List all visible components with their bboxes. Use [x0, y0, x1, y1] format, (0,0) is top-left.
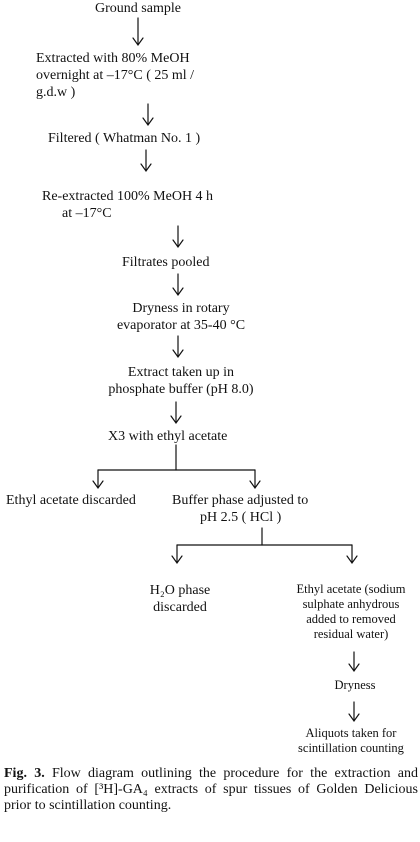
arrow-reextract-to-pooled: [172, 225, 184, 249]
step-reextract: Re-extracted 100% MeOH 4 h at –17°C: [42, 189, 214, 221]
split-x3: [92, 444, 261, 490]
step-ethyl-acetate-sodium: Ethyl acetate (sodium sulphate anhydrous…: [296, 582, 406, 641]
step-x3-ethyl-acetate: X3 with ethyl acetate: [108, 429, 228, 444]
arrow-pooled-to-dryness: [172, 273, 184, 297]
step-dryness-rotary: Dryness in rotary evaporator at 35-40 °C: [116, 301, 246, 333]
step-phosphate-buffer: Extract taken up in phosphate buffer (pH…: [108, 365, 254, 397]
step-ethyl-acetate-discarded: Ethyl acetate discarded: [6, 493, 136, 508]
arrow-buffer-to-x3: [170, 401, 182, 425]
arrow-filtered-to-reextract: [140, 149, 152, 173]
arrow-dryness-to-aliquots: [348, 701, 360, 723]
arrow-extract-to-filtered: [142, 103, 154, 127]
step-ground-sample: Ground sample: [95, 1, 181, 16]
step-dryness-final: Dryness: [334, 678, 376, 692]
figure-label: Fig. 3.: [4, 766, 45, 781]
arrow-dryness-to-buffer: [172, 335, 184, 359]
step-extract-80-meoh: Extracted with 80% MeOH overnight at –17…: [36, 51, 195, 100]
figure-caption-text: Flow diagram outlining the procedure for…: [4, 766, 418, 813]
step-filtered: Filtered ( Whatman No. 1 ): [48, 131, 201, 146]
step-filtrates-pooled: Filtrates pooled: [122, 255, 210, 270]
step-buffer-adjusted: Buffer phase adjusted to pH 2.5 ( HCl ): [172, 493, 309, 525]
split-buffer-phase: [171, 527, 358, 565]
arrow-ethyl-to-dryness: [348, 651, 360, 673]
step-h2o-discarded: H₂O phase discarded: [149, 583, 211, 615]
arrow-ground-to-extract: [132, 17, 144, 47]
figure-caption: Fig. 3. Flow diagram outlining the proce…: [4, 766, 418, 814]
step-aliquots: Aliquots taken for scintillation countin…: [298, 726, 404, 755]
